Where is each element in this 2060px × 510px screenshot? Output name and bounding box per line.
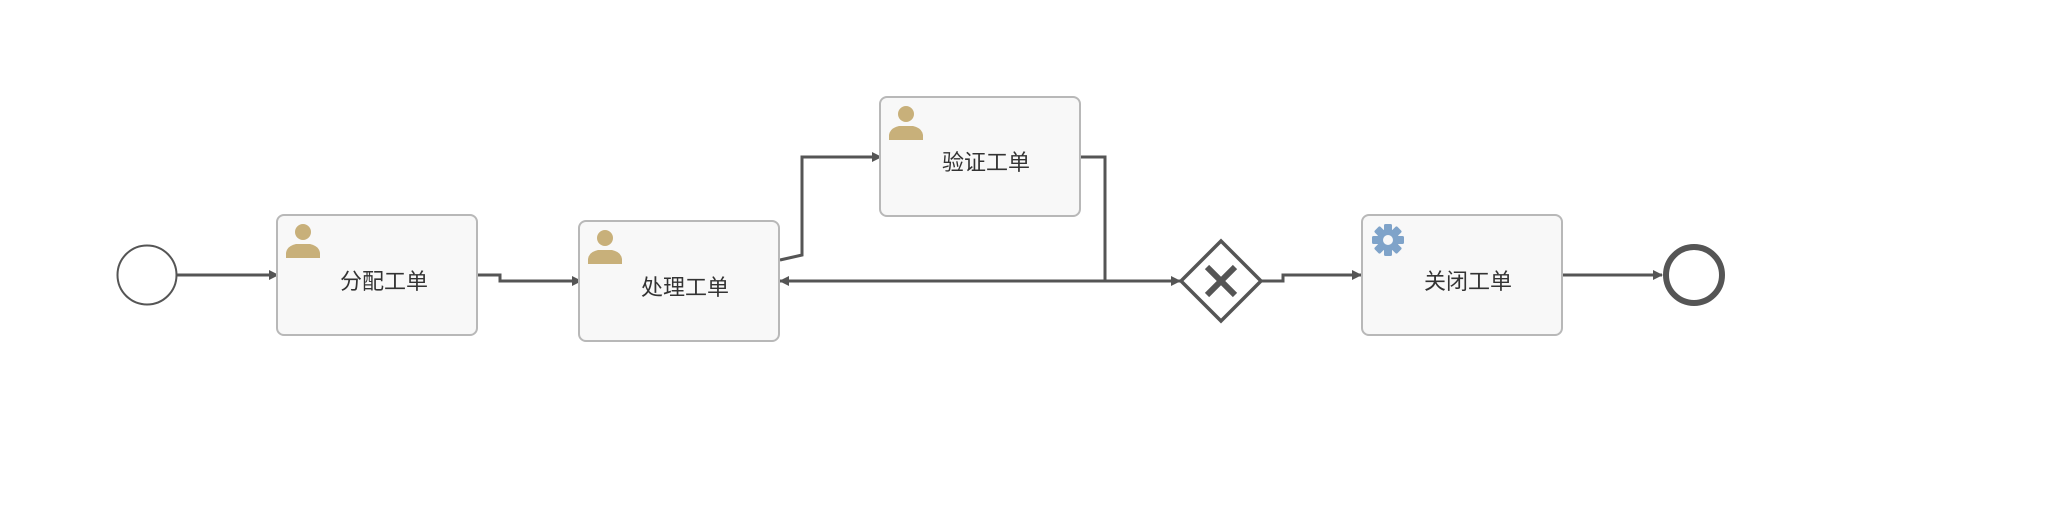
user-icon [588, 230, 622, 264]
flow-process-to-verify[interactable] [779, 152, 882, 262]
task-process-label: 处理工单 [641, 276, 729, 301]
exclusive-gateway[interactable] [1178, 238, 1264, 324]
start-event[interactable] [116, 244, 178, 306]
task-verify-label: 验证工单 [942, 151, 1030, 176]
flow-gateway-to-close[interactable] [1262, 270, 1362, 283]
task-process[interactable]: 处理工单 [578, 220, 780, 342]
flow-assign-to-process[interactable] [478, 273, 582, 286]
task-verify[interactable]: 验证工单 [879, 96, 1081, 217]
x-icon [1204, 264, 1238, 298]
task-close[interactable]: 关闭工单 [1361, 214, 1563, 336]
flow-verify-to-gateway[interactable] [1080, 155, 1181, 286]
sequence-flows [177, 152, 1663, 286]
gear-icon [1372, 224, 1404, 256]
user-icon [889, 106, 923, 140]
end-event[interactable] [1663, 244, 1725, 306]
task-close-label: 关闭工单 [1424, 270, 1512, 295]
task-assign-label: 分配工单 [340, 270, 428, 295]
user-icon [286, 224, 320, 258]
task-assign[interactable]: 分配工单 [276, 214, 478, 336]
